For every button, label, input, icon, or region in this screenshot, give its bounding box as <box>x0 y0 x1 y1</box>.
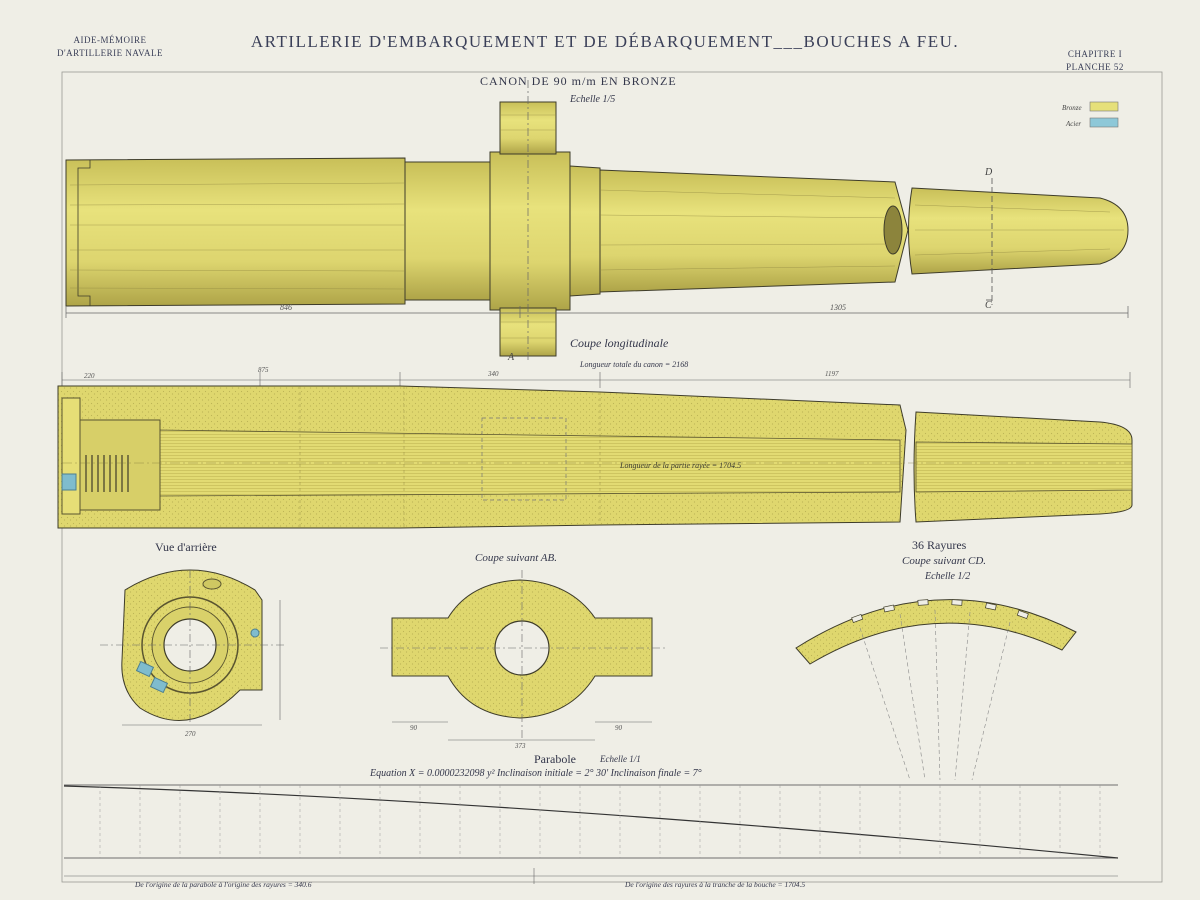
exterior-shading-lines <box>69 114 1124 339</box>
dim-90-left: 90 <box>410 724 418 732</box>
rear-view-dimensions <box>100 570 285 726</box>
legend-label-bronze: Bronze <box>1062 104 1082 112</box>
label-origine-rayures: De l'origine des rayures à la tranche de… <box>625 880 806 889</box>
label-vue-arriere: Vue d'arrière <box>155 540 217 554</box>
trunnion-band <box>489 151 571 311</box>
header-left-line1: AIDE-MÉMOIRE <box>73 35 147 45</box>
dim-220: 220 <box>84 372 95 380</box>
breech-screw <box>79 419 161 511</box>
label-coupe-longitudinale: Coupe longitudinale <box>570 336 669 350</box>
breech-face <box>61 397 81 515</box>
rifling-arc <box>795 599 1077 665</box>
section-cd-radials <box>859 609 1011 781</box>
bore-muzzle <box>915 441 1133 493</box>
steel-part <box>61 473 77 491</box>
exterior-dimension-line <box>65 80 1129 360</box>
parabola-diagram <box>63 784 1119 884</box>
dim-846: 846 <box>280 303 292 312</box>
parabola-curve <box>63 785 1119 859</box>
trunnion-collar <box>569 165 601 297</box>
dim-373: 373 <box>514 742 526 750</box>
dim-90-right: 90 <box>615 724 623 732</box>
dim-340: 340 <box>487 370 499 378</box>
header-right: CHAPITRE I PLANCHE 52 <box>1030 48 1160 74</box>
label-parabole-echelle: Echelle 1/1 <box>600 754 641 764</box>
label-36-rayures: 36 Rayures <box>912 538 967 552</box>
cannon-exterior-view <box>65 101 1129 357</box>
muzzle-section <box>908 187 1129 275</box>
header-left: AIDE-MÉMOIRE D'ARTILLERIE NAVALE <box>45 34 175 60</box>
dim-1197: 1197 <box>825 370 839 378</box>
label-coupe-ab: Coupe suivant AB. <box>475 552 557 564</box>
section-cd-drawing <box>795 599 1077 665</box>
chase-ring <box>404 161 491 301</box>
section-ab-drawing <box>391 579 653 719</box>
label-longueur-rayee: Longueur de la partie rayée = 1704.5 <box>619 461 741 470</box>
label-echelle-cd: Echelle 1/2 <box>925 571 971 582</box>
legend-label-steel: Acier <box>1065 120 1081 128</box>
bore-break-left <box>883 205 903 255</box>
dim-1305: 1305 <box>830 303 846 312</box>
dim-875: 875 <box>258 366 269 374</box>
plate-label: PLANCHE 52 <box>1066 62 1124 72</box>
header-left-line2: D'ARTILLERIE NAVALE <box>57 48 163 58</box>
legend-swatch-steel <box>1089 117 1119 128</box>
label-origine-parabole: De l'origine de la parabole à l'origine … <box>135 880 312 889</box>
section-ab-dimensions <box>380 570 665 741</box>
sheet-title: ARTILLERIE D'EMBARQUEMENT ET DE DÉBARQUE… <box>250 32 960 51</box>
legend <box>1089 101 1119 128</box>
breech-section <box>65 157 406 307</box>
label-longueur-totale: Longueur totale du canon = 2168 <box>580 360 689 369</box>
section-guide-lines <box>62 386 1132 528</box>
section-cd-marks <box>986 178 993 305</box>
label-A: A <box>507 352 515 363</box>
dimension-lines-longitudinal <box>61 372 1131 388</box>
cannon-longitudinal-section <box>57 385 1133 529</box>
label-coupe-cd: Coupe suivant CD. <box>902 555 987 567</box>
main-scale: Echelle 1/5 <box>570 94 616 105</box>
label-C: C <box>985 300 992 311</box>
legend-swatch-bronze <box>1089 101 1119 112</box>
label-parabole: Parabole <box>534 752 576 766</box>
chase <box>599 169 909 293</box>
dim-rear-width: 270 <box>185 730 196 738</box>
chapter-label: CHAPITRE I <box>1067 49 1123 59</box>
label-D: D <box>984 167 993 178</box>
label-equation: Equation X = 0.0000232098 y² Inclinaison… <box>370 768 702 779</box>
main-title: CANON DE 90 m/m EN BRONZE <box>480 74 677 88</box>
